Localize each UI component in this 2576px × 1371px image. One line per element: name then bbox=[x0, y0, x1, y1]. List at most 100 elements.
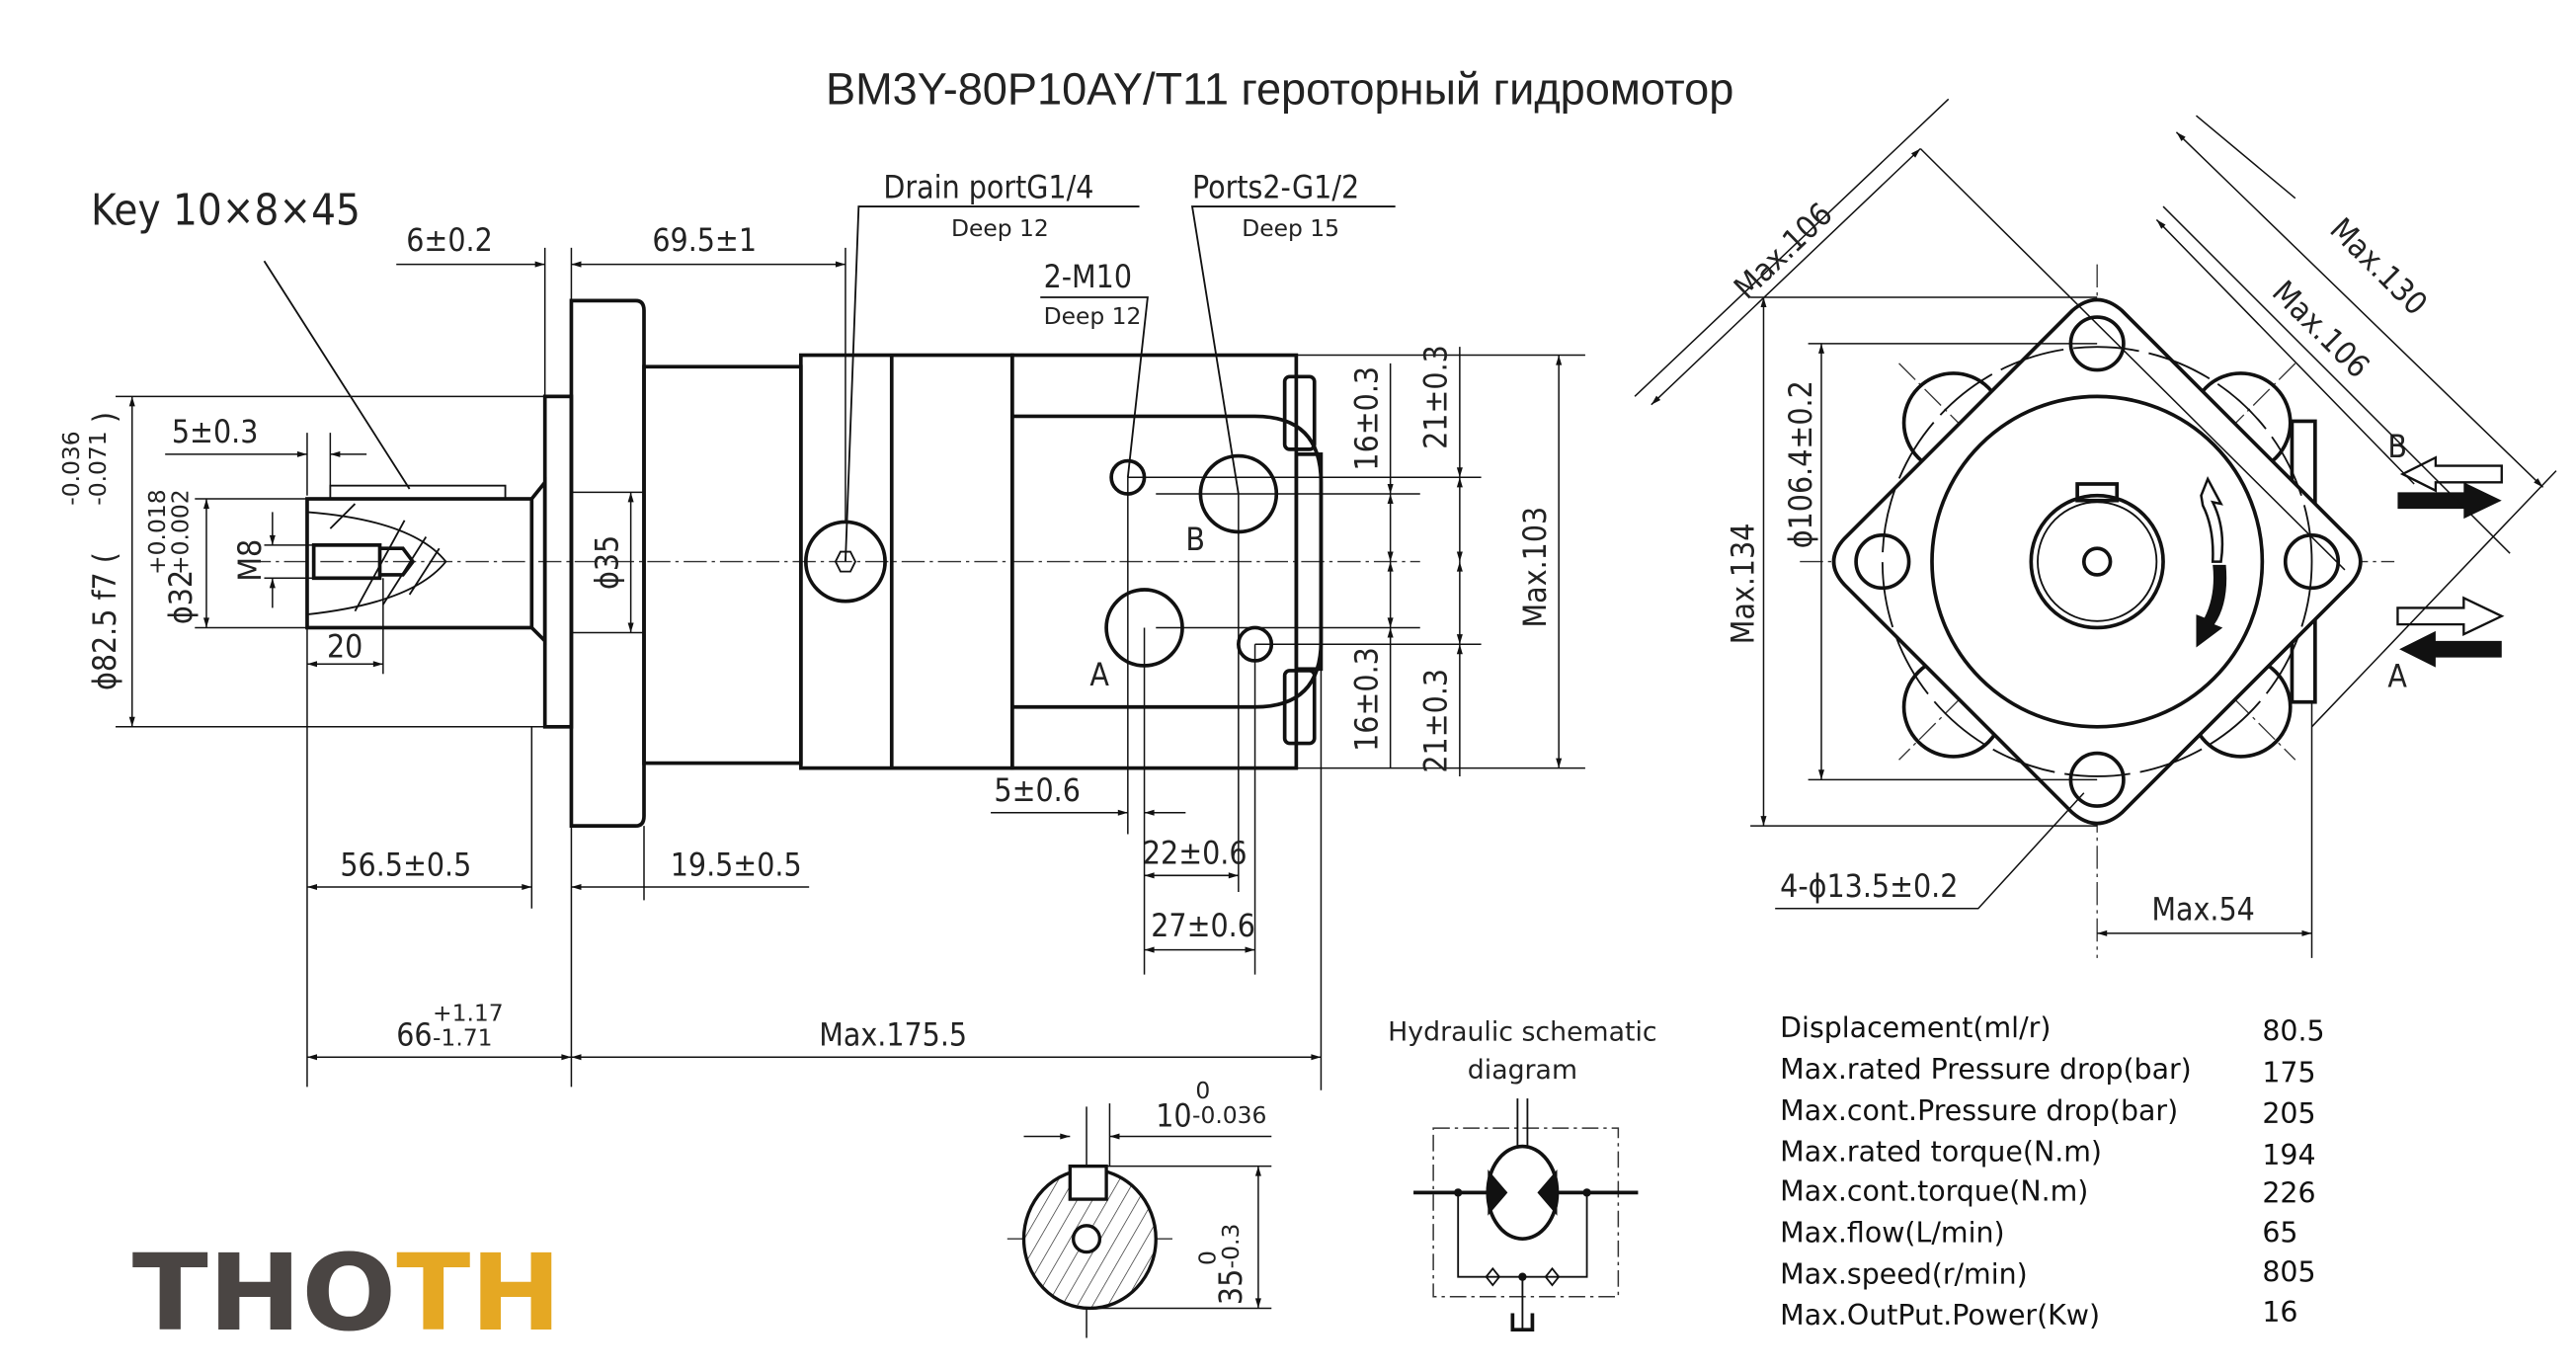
svg-text:226: 226 bbox=[2262, 1176, 2315, 1209]
hydraulic-schematic: Hydraulic schematic diagram bbox=[1388, 1017, 1657, 1332]
spec-row: Max.rated torque(N.m) 194 bbox=[1780, 1136, 2315, 1171]
bolt-head bbox=[1282, 374, 1317, 451]
schematic-title: Hydraulic schematic bbox=[1388, 1017, 1656, 1048]
dim-max-103: Max.103 bbox=[1518, 507, 1554, 628]
side-view: B A Key 10×8×45 Drain portG1/4 Deep 12 P… bbox=[57, 171, 1585, 1090]
svg-text:TH: TH bbox=[396, 1233, 561, 1355]
svg-text:+1.17: +1.17 bbox=[433, 999, 504, 1026]
spec-row: Max.OutPut.Power(Kw) 16 bbox=[1780, 1296, 2297, 1331]
svg-text:Max.flow(L/min): Max.flow(L/min) bbox=[1780, 1217, 2004, 1250]
arrow-left-hollow-icon bbox=[2399, 455, 2503, 493]
front-port-a-label: A bbox=[2387, 660, 2407, 695]
thoth-logo: THO TH bbox=[132, 1233, 562, 1355]
ports-label: Ports2-G1/2 bbox=[1192, 171, 1359, 206]
svg-text:205: 205 bbox=[2262, 1097, 2315, 1130]
svg-text:ϕ32: ϕ32 bbox=[164, 570, 200, 624]
bearing-housing bbox=[642, 364, 803, 766]
arrow-right-hollow-icon bbox=[2396, 596, 2505, 637]
svg-text:Max.OutPut.Power(Kw): Max.OutPut.Power(Kw) bbox=[1780, 1299, 2100, 1331]
dim-max-175-5: Max.175.5 bbox=[819, 1018, 967, 1054]
spec-row: Max.rated Pressure drop(bar) 175 bbox=[1780, 1053, 2315, 1089]
ports-depth: Deep 15 bbox=[1242, 214, 1339, 242]
thread-section bbox=[306, 511, 447, 616]
schematic-subtitle: diagram bbox=[1468, 1055, 1577, 1086]
dim-5-0-6: 5±0.6 bbox=[994, 773, 1081, 809]
port-a-label: A bbox=[1089, 658, 1109, 693]
spec-row: Max.flow(L/min) 65 bbox=[1780, 1217, 2297, 1250]
svg-text:80.5: 80.5 bbox=[2262, 1015, 2324, 1048]
key bbox=[329, 484, 507, 500]
svg-text:Max.cont.torque(N.m): Max.cont.torque(N.m) bbox=[1780, 1175, 2088, 1208]
svg-text:0: 0 bbox=[1195, 1077, 1210, 1104]
spec-row: Max.cont.Pressure drop(bar) 205 bbox=[1780, 1094, 2315, 1130]
svg-text:): ) bbox=[88, 412, 123, 423]
dim-6: 6±0.2 bbox=[406, 223, 493, 259]
svg-text:Max.cont.Pressure drop(bar): Max.cont.Pressure drop(bar) bbox=[1780, 1094, 2178, 1127]
dim-32: ϕ32 +0.018 +0.002 bbox=[143, 489, 200, 624]
dim-max-106-left: Max.106 bbox=[1728, 197, 1839, 306]
arrow-left-filled-icon bbox=[2399, 630, 2502, 668]
svg-text:Max.rated Pressure drop(bar): Max.rated Pressure drop(bar) bbox=[1780, 1053, 2192, 1086]
spec-row: Max.speed(r/min) 805 bbox=[1780, 1256, 2315, 1291]
dim-max-106-right: Max.106 bbox=[2265, 275, 2375, 385]
front-view: B A Max.134 ϕ106.4±0.2 Max.106 Max.130 M… bbox=[1634, 98, 2557, 958]
spec-row: Displacement(ml/r) 80.5 bbox=[1780, 1011, 2324, 1047]
dim-16-top: 16±0.3 bbox=[1349, 366, 1385, 471]
arrow-right-filled-icon bbox=[2397, 482, 2502, 520]
dim-82-5: ϕ82.5 f7 ( -0.036 -0.071 ) bbox=[57, 412, 123, 690]
m10-depth: Deep 12 bbox=[1044, 302, 1142, 330]
page-title: BM3Y-80P10AY/T11 героторный гидромотор bbox=[826, 63, 1733, 114]
key-label: Key 10×8×45 bbox=[91, 186, 361, 235]
dim-69-5: 69.5±1 bbox=[652, 223, 757, 259]
pilot-circle bbox=[1930, 394, 2265, 729]
specs-table: Displacement(ml/r) 80.5 Max.rated Pressur… bbox=[1780, 1011, 2324, 1331]
drain-port-label: Drain portG1/4 bbox=[883, 171, 1093, 206]
svg-text:175: 175 bbox=[2262, 1056, 2315, 1089]
svg-text:65: 65 bbox=[2262, 1217, 2297, 1250]
svg-text:-0.036: -0.036 bbox=[57, 431, 85, 505]
dim-16-bottom: 16±0.3 bbox=[1349, 647, 1385, 752]
svg-text:-0.071: -0.071 bbox=[84, 431, 112, 505]
svg-text:Max.speed(r/min): Max.speed(r/min) bbox=[1780, 1257, 2028, 1290]
dim-20: 20 bbox=[327, 630, 362, 666]
svg-text:Displacement(ml/r): Displacement(ml/r) bbox=[1780, 1011, 2051, 1044]
svg-text:Max.rated torque(N.m): Max.rated torque(N.m) bbox=[1780, 1136, 2102, 1169]
dim-35: ϕ35 bbox=[590, 535, 625, 590]
mount-hole bbox=[2283, 532, 2341, 591]
svg-text:66: 66 bbox=[396, 1018, 432, 1054]
bolt-head bbox=[1282, 669, 1317, 746]
svg-text:ϕ82.5 f7 (: ϕ82.5 f7 ( bbox=[88, 552, 123, 690]
dim-m8: M8 bbox=[233, 539, 269, 582]
dim-key-width: 10 0 -0.036 bbox=[1156, 1077, 1266, 1134]
port-b-label: B bbox=[1185, 523, 1205, 558]
dim-22: 22±0.6 bbox=[1143, 837, 1248, 872]
dim-max-54: Max.54 bbox=[2151, 892, 2254, 927]
svg-text:10: 10 bbox=[1156, 1098, 1191, 1134]
rotation-arrow-icon bbox=[2200, 475, 2224, 563]
dim-5: 5±0.3 bbox=[172, 415, 259, 450]
spec-row: Max.cont.torque(N.m) 226 bbox=[1780, 1175, 2315, 1210]
dim-max-130: Max.130 bbox=[2323, 211, 2434, 322]
svg-text:0: 0 bbox=[1193, 1250, 1221, 1265]
dim-106-4: ϕ106.4±0.2 bbox=[1784, 380, 1819, 548]
svg-text:+0.018: +0.018 bbox=[143, 489, 171, 575]
svg-text:194: 194 bbox=[2262, 1139, 2315, 1171]
dim-shaft-diam: 35 0 -0.3 bbox=[1193, 1224, 1249, 1305]
svg-text:-1.71: -1.71 bbox=[433, 1024, 493, 1052]
mount-hole bbox=[1854, 532, 1911, 591]
flange-diamond bbox=[1831, 297, 2363, 826]
svg-text:-0.3: -0.3 bbox=[1217, 1224, 1245, 1269]
dim-66: 66 +1.17 -1.71 bbox=[396, 999, 503, 1053]
svg-text:-0.036: -0.036 bbox=[1192, 1101, 1266, 1129]
svg-text:805: 805 bbox=[2262, 1256, 2315, 1289]
dim-holes: 4-ϕ13.5±0.2 bbox=[1780, 869, 1958, 905]
mounting-flange bbox=[569, 298, 646, 828]
svg-text:THO: THO bbox=[132, 1233, 396, 1355]
shaft-circle bbox=[2029, 493, 2165, 630]
dim-21-bottom: 21±0.3 bbox=[1418, 669, 1454, 773]
dim-max-134: Max.134 bbox=[1726, 524, 1761, 645]
m10-label: 2-M10 bbox=[1044, 260, 1132, 295]
drain-port-depth: Deep 12 bbox=[951, 214, 1049, 242]
svg-text:16: 16 bbox=[2262, 1296, 2297, 1329]
rotation-arrow-icon bbox=[2196, 564, 2227, 648]
